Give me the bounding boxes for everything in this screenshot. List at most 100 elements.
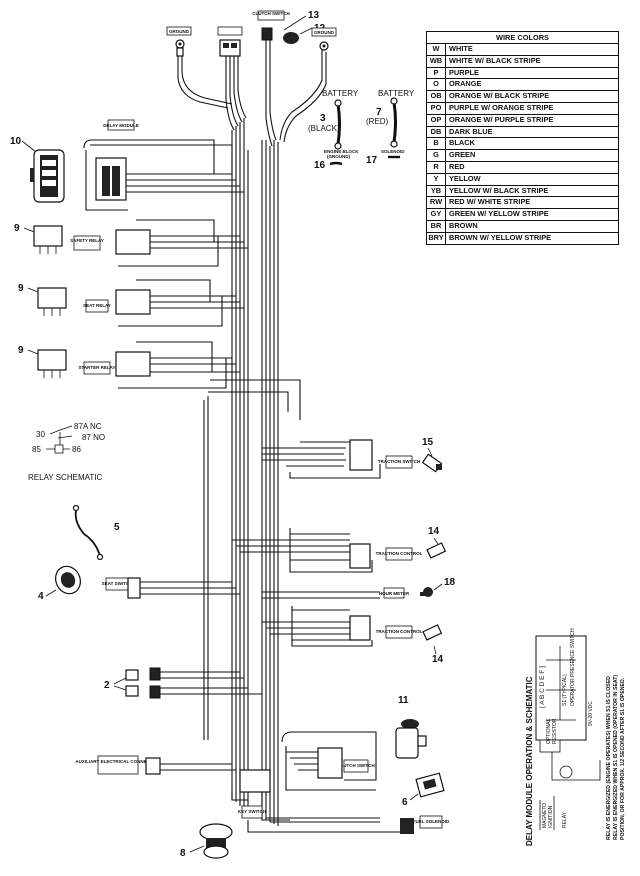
svg-text:OPTIONAL: OPTIONAL xyxy=(546,718,552,744)
svg-text:AUXILIARY ELECTRICAL CONNECTIO: AUXILIARY ELECTRICAL CONNECTION xyxy=(75,759,160,764)
svg-text:MAGNETO: MAGNETO xyxy=(542,803,548,828)
battery-cables: BATTERY BATTERY 3 (BLACK) 7 (RED) ENGINE… xyxy=(308,89,415,171)
seat-relay-tag: SEAT RELAY xyxy=(83,299,111,313)
seat-switch-connector xyxy=(127,577,141,599)
aux-connector xyxy=(145,757,161,775)
relay-component-1 xyxy=(33,225,63,254)
svg-text:RELAY SCHEMATIC: RELAY SCHEMATIC xyxy=(28,473,102,482)
svg-text:(RED): (RED) xyxy=(366,117,389,126)
seat-switch-tag: SEAT SWITCH xyxy=(102,577,133,591)
legend-code: GY xyxy=(427,209,446,220)
svg-text:RELAY: RELAY xyxy=(562,811,568,828)
svg-text:IGNITION: IGNITION xyxy=(548,805,554,828)
legend-color-name: WHITE xyxy=(449,44,473,53)
svg-text:GROUND: GROUND xyxy=(169,29,190,34)
legend-code: G xyxy=(427,150,446,161)
relay-socket-1 xyxy=(115,229,151,255)
svg-text:(GROUND): (GROUND) xyxy=(327,154,350,159)
legend-color-name: GREEN W/ YELLOW STRIPE xyxy=(449,209,549,219)
svg-text:BATTERY: BATTERY xyxy=(322,89,359,98)
key-switch-tag: KEY SWITCH xyxy=(238,805,266,819)
callout-14b: 14 xyxy=(432,654,444,665)
svg-text:TRACTION CONTROL: TRACTION CONTROL xyxy=(376,551,423,556)
svg-text:(BLACK): (BLACK) xyxy=(308,124,340,133)
svg-text:S1 (TYPICAL): S1 (TYPICAL) xyxy=(562,674,568,706)
callout-9b: 9 xyxy=(18,283,24,294)
svg-text:3: 3 xyxy=(320,113,326,124)
legend-title: WIRE COLORS xyxy=(427,32,618,44)
clutch-switch-component-6: 6 xyxy=(402,772,445,808)
hour-meter-component xyxy=(420,587,433,597)
legend-color-name: DARK BLUE xyxy=(449,126,493,136)
key-switch-connector xyxy=(239,769,271,793)
svg-text:TRACTION SWITCH: TRACTION SWITCH xyxy=(378,459,420,464)
fuel-solenoid-component-11 xyxy=(395,719,427,759)
callout-4: 4 xyxy=(38,591,44,602)
svg-text:SEAT RELAY: SEAT RELAY xyxy=(83,303,111,308)
legend-code: W xyxy=(427,44,446,55)
callout-9a: 9 xyxy=(14,223,20,234)
svg-text:HOUR METER: HOUR METER xyxy=(379,591,410,596)
svg-text:SEAT SWITCH: SEAT SWITCH xyxy=(102,581,133,586)
legend-code: YB xyxy=(427,185,446,197)
connector-top-left xyxy=(217,26,243,57)
legend-color-name: BROWN W/ YELLOW STRIPE xyxy=(449,232,552,242)
legend-color-name: RED W/ WHITE STRIPE xyxy=(449,197,531,207)
relay-socket-3 xyxy=(115,351,151,377)
svg-text:16: 16 xyxy=(314,160,326,171)
legend-code: O xyxy=(427,79,446,91)
svg-text:RELAY IS ENERGIZED WHEN S1 IS: RELAY IS ENERGIZED WHEN S1 IS OPENED (OP… xyxy=(613,675,619,840)
svg-text:CLUTCH SWITCH: CLUTCH SWITCH xyxy=(252,11,290,16)
svg-text:SOLENOID: SOLENOID xyxy=(381,149,405,154)
hour-meter-tag: HOUR METER xyxy=(379,587,410,599)
svg-text:TRACTION CONTROL: TRACTION CONTROL xyxy=(376,629,423,634)
svg-text:85: 85 xyxy=(32,445,41,454)
legend-color-name: PURPLE W/ ORANGE STRIPE xyxy=(449,102,554,112)
svg-text:8: 8 xyxy=(180,848,186,859)
svg-text:87A NC: 87A NC xyxy=(74,422,102,431)
svg-text:87 NO: 87 NO xyxy=(82,433,105,442)
starter-relay-tag: STARTER RELAY xyxy=(78,361,116,375)
svg-text:RESISTOR: RESISTOR xyxy=(552,718,558,744)
svg-text:5: 5 xyxy=(114,522,120,533)
legend-code: WB xyxy=(427,55,446,67)
traction-control-connector-2 xyxy=(349,615,371,641)
relay-component-2 xyxy=(37,287,67,316)
svg-text:7: 7 xyxy=(376,107,382,118)
legend-code: OB xyxy=(427,91,446,102)
callout-18: 18 xyxy=(444,577,456,588)
svg-text:KEY SWITCH: KEY SWITCH xyxy=(238,809,266,814)
legend-color-name: BLACK xyxy=(449,138,475,148)
callout-11: 11 xyxy=(398,695,409,706)
svg-text:STARTER RELAY: STARTER RELAY xyxy=(78,365,115,370)
traction-control-tag-1: TRACTION CONTROL xyxy=(376,547,423,561)
relay-schematic: 30 87A NC 87 NO 85 86 RELAY SCHEMATIC xyxy=(28,422,105,482)
delay-module-tag: DELAY MODULE xyxy=(103,119,139,131)
svg-text:GROUND: GROUND xyxy=(314,30,335,35)
diode-connectors xyxy=(125,667,161,699)
callout-13: 13 xyxy=(308,10,320,21)
clutch-switch-lower-connector xyxy=(317,747,343,779)
svg-text:86: 86 xyxy=(72,445,81,454)
traction-switch-component xyxy=(421,453,443,473)
legend-color-name: YELLOW W/ BLACK STRIPE xyxy=(449,185,549,195)
legend-code: P xyxy=(427,67,446,79)
ground-ring-terminal xyxy=(175,39,185,57)
legend-code: PO xyxy=(427,102,446,114)
fuel-solenoid-tag: FUEL SOLENOID xyxy=(400,815,450,834)
relay-socket-2 xyxy=(115,289,151,315)
callout-15: 15 xyxy=(422,437,434,448)
svg-text:6: 6 xyxy=(402,797,408,808)
